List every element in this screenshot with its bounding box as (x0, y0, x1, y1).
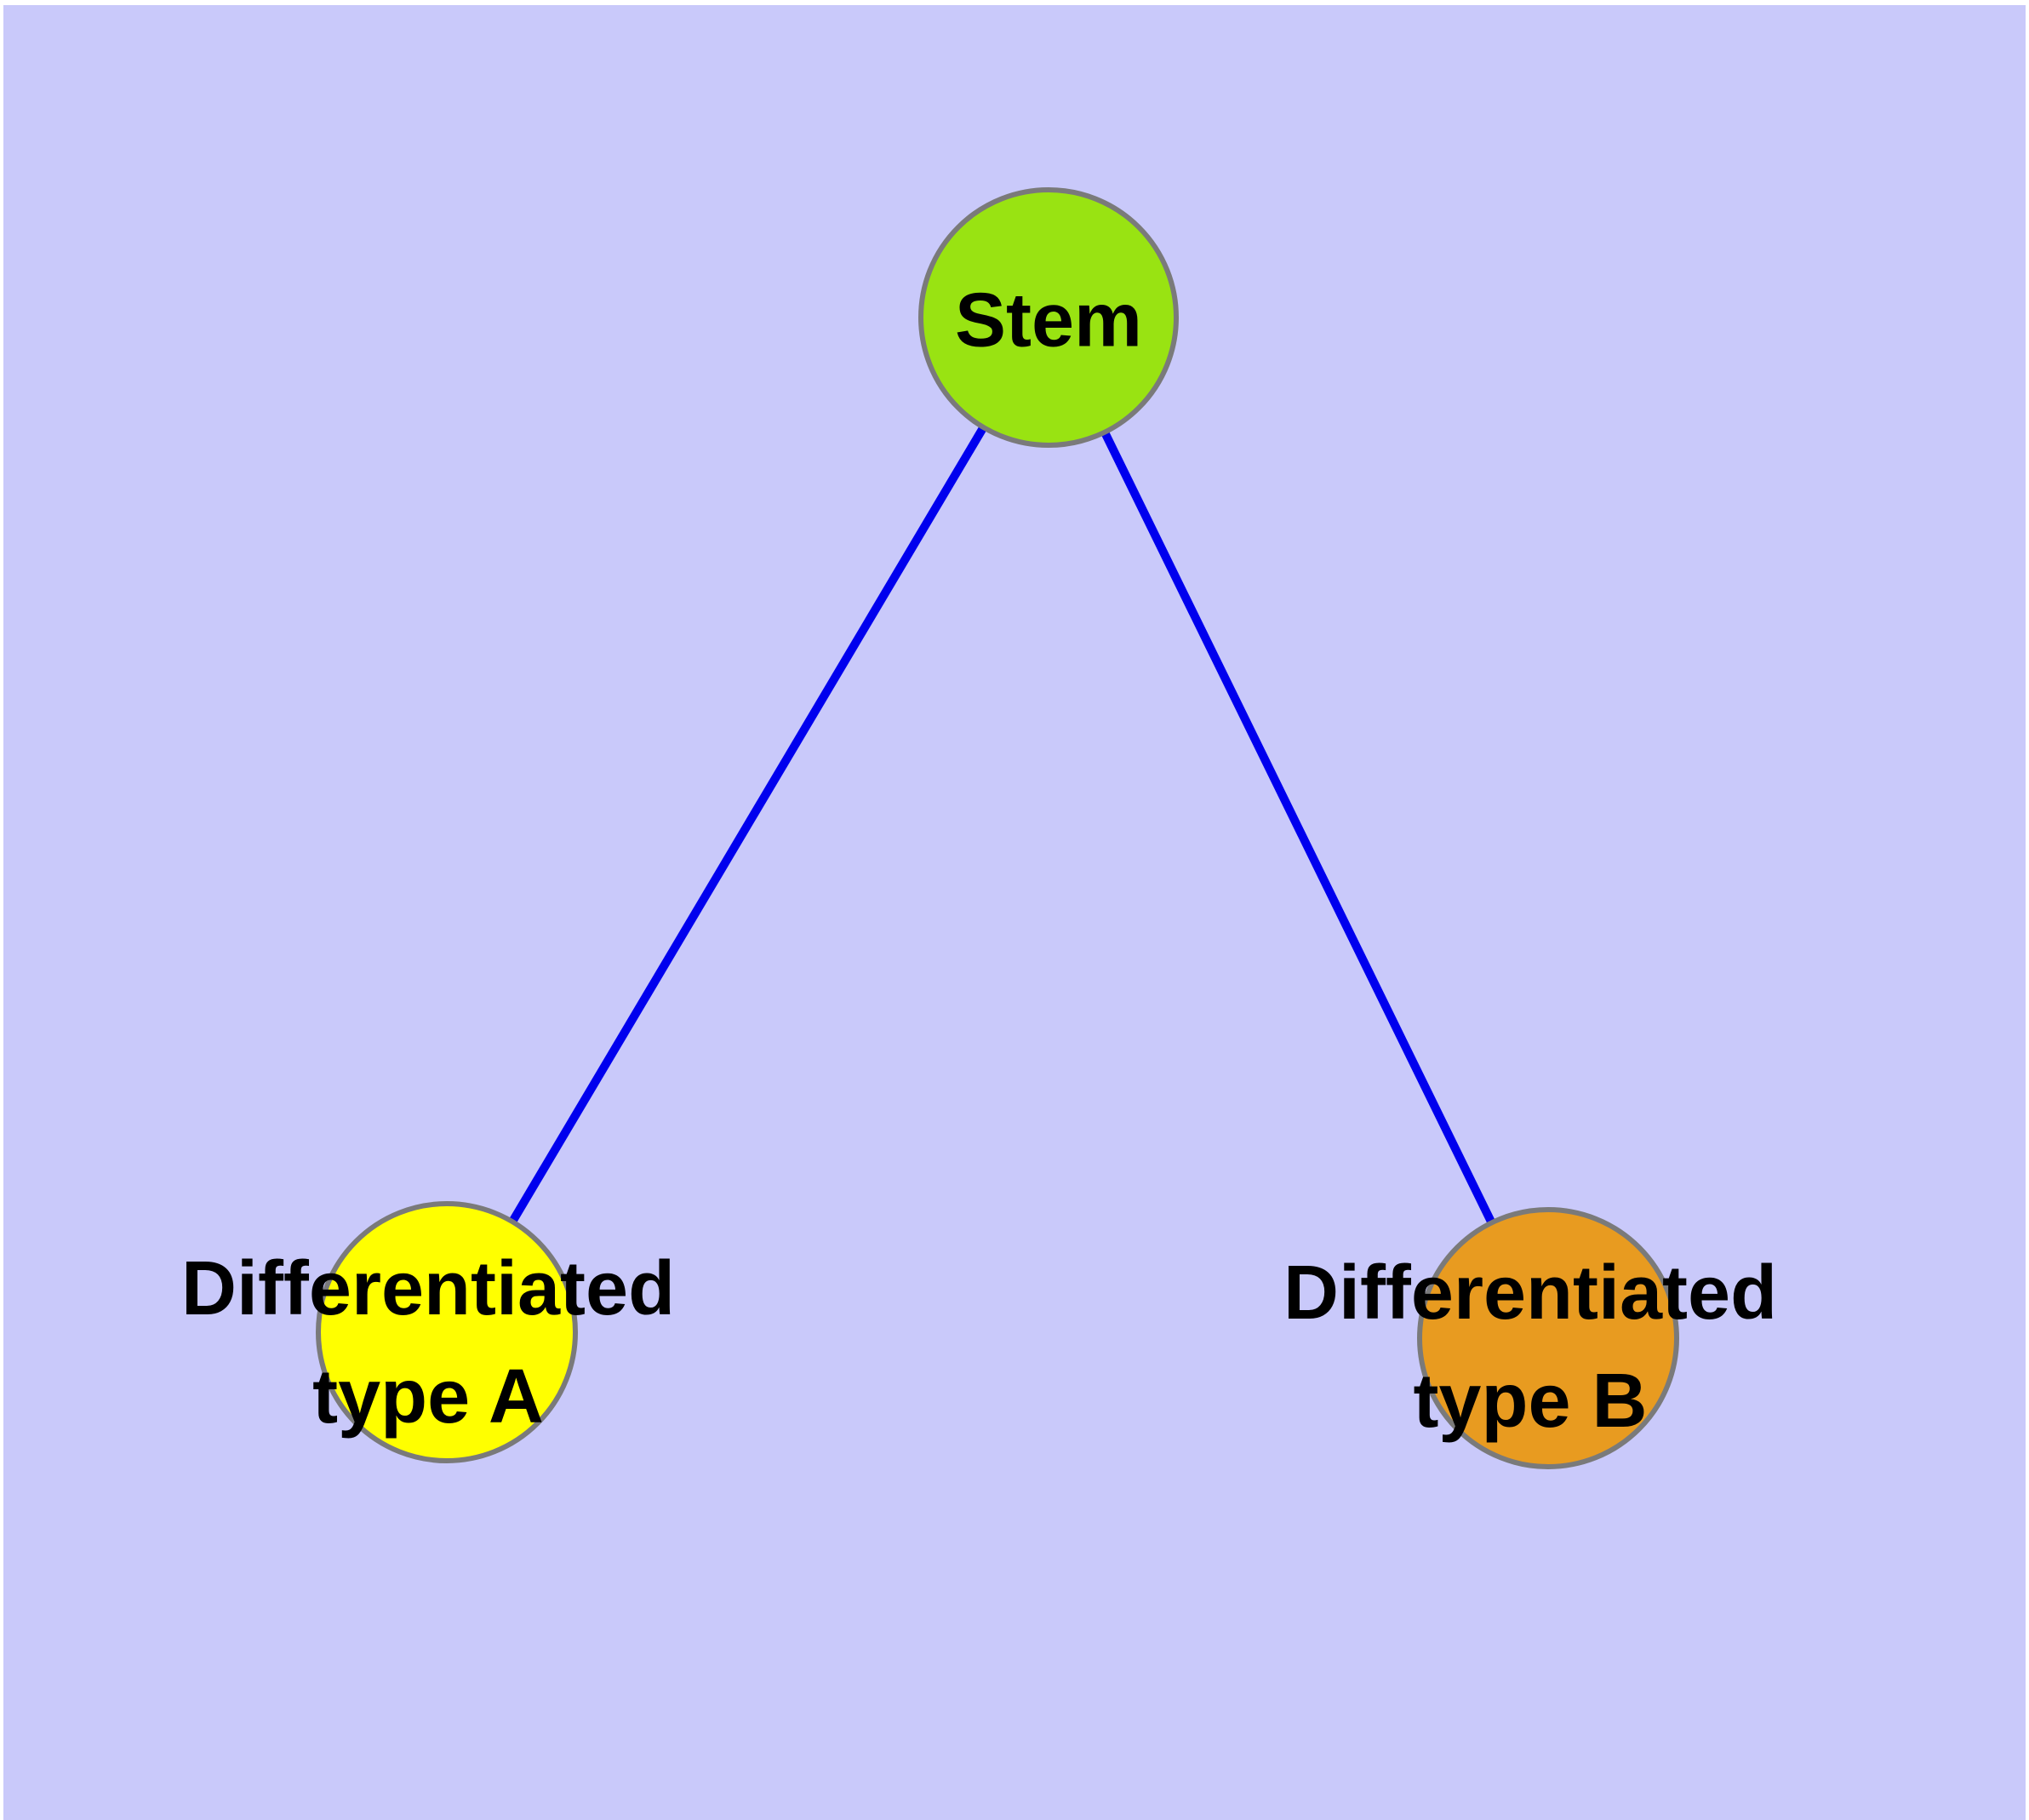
node-type-b-circle (1417, 1207, 1679, 1469)
edge-stem-to-type-b (1044, 315, 1552, 1341)
edge-stem-to-type-a (443, 315, 1053, 1335)
node-type-a-circle (316, 1201, 578, 1463)
node-stem-circle (918, 187, 1179, 448)
